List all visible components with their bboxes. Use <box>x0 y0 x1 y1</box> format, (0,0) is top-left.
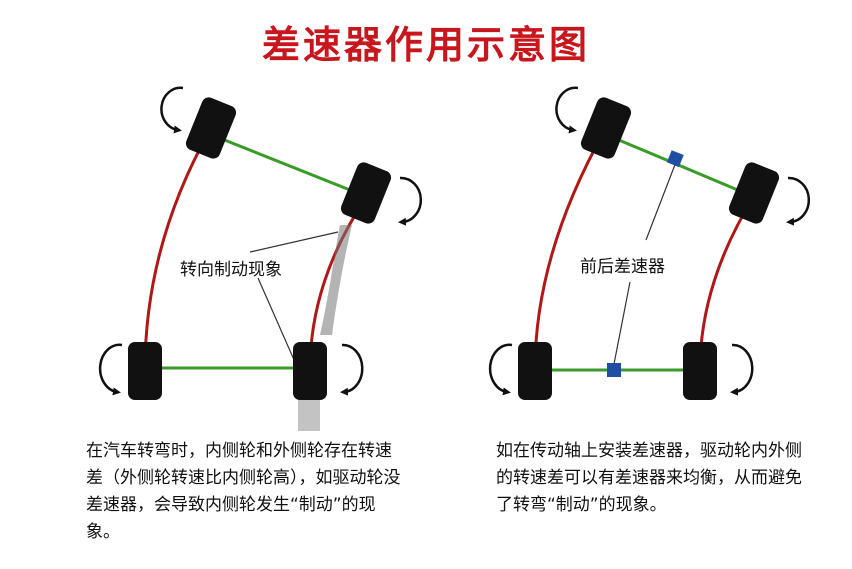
front-differential <box>666 150 684 168</box>
right-panel: 前后差速器 <box>488 86 811 400</box>
skid-mark-rear <box>298 395 320 431</box>
wheel-front-left <box>185 97 237 159</box>
wheel-front-left <box>580 97 632 159</box>
left-caption: 在汽车转弯时，内侧轮和外侧轮存在转速差（外侧轮转速比内侧轮高），如驱动轮没差速器… <box>86 441 401 542</box>
leader-line-rear <box>613 281 631 365</box>
rotation-arrow-icon <box>555 86 579 134</box>
wheel-front-right <box>728 162 780 224</box>
rotation-arrow-icon <box>398 176 423 226</box>
rear-differential <box>607 363 621 377</box>
wheel-front-right <box>340 162 392 224</box>
rotation-arrow-icon <box>786 176 811 226</box>
leader-line-front <box>645 161 677 241</box>
rotation-arrow-icon <box>340 343 364 396</box>
rotation-arrow-icon <box>488 343 513 396</box>
wheel-rear-left <box>128 342 162 400</box>
right-path-inner <box>533 129 607 371</box>
left-panel: 转向制动现象 <box>98 86 423 431</box>
diagram-title: 差速器作用示意图 <box>261 23 590 67</box>
rotation-arrow-icon <box>730 343 754 396</box>
wheel-rear-right <box>683 342 717 400</box>
left-panel-label: 转向制动现象 <box>180 260 282 280</box>
left-path-inner <box>143 129 212 371</box>
right-panel-label: 前后差速器 <box>580 257 665 277</box>
right-caption: 如在传动轴上安装差速器，驱动轮内外侧的转速差可以有差速器来均衡，从而避免了转弯“… <box>496 441 802 515</box>
front-axle <box>211 133 366 198</box>
wheel-rear-left <box>518 342 552 400</box>
rotation-arrow-icon <box>160 86 184 134</box>
skid-mark <box>320 225 352 335</box>
wheel-rear-right <box>293 342 327 400</box>
leader-line-front <box>249 231 339 253</box>
rotation-arrow-icon <box>98 343 123 396</box>
